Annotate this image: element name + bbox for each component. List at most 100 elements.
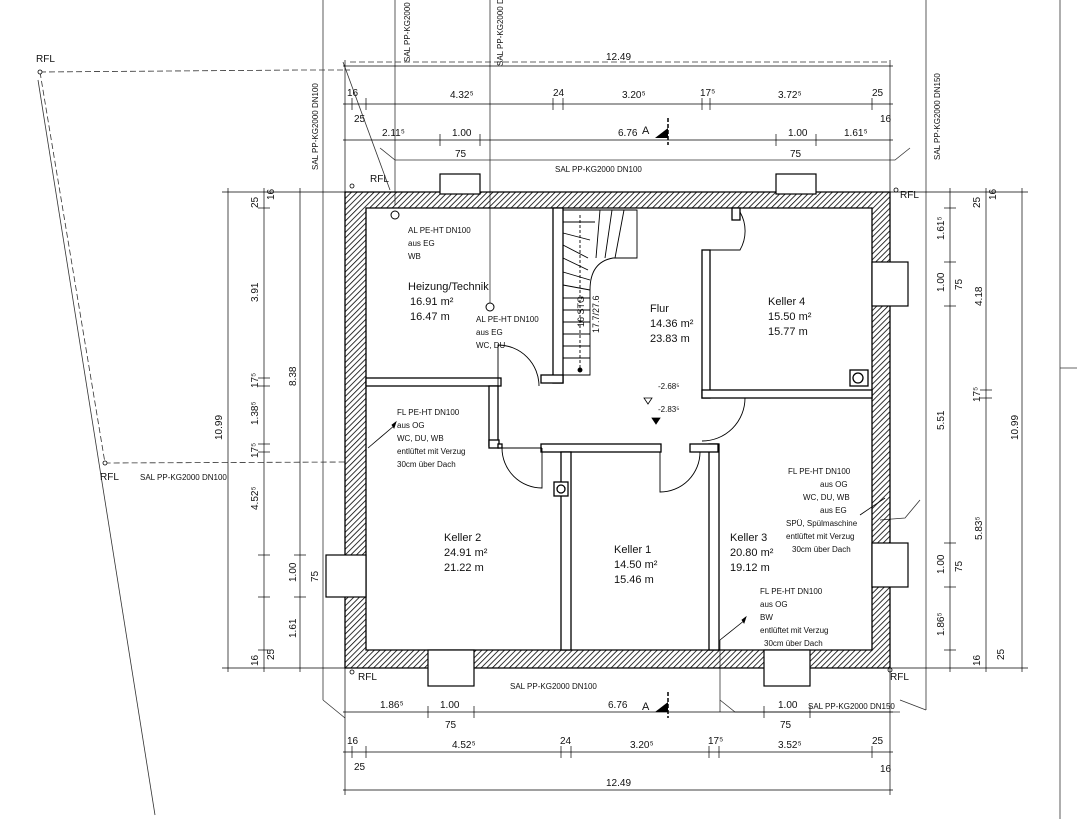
label-rooms-3-perimeter: 21.22 m (444, 562, 484, 574)
label-dims_left-inner-5: 17⁵ (250, 443, 261, 458)
room-flur: Flur 14.36 m² 23.83 m (650, 303, 694, 345)
label-pipes-fl1-3: entlüftet mit Verzug (397, 447, 465, 456)
label-dims_right-inner-8: 1.86⁵ (936, 612, 947, 636)
label-rooms-4-perimeter: 15.46 m (614, 574, 654, 586)
label-pipes-fl2-1: aus OG (820, 480, 848, 489)
label-pipes-fl2-3: aus EG (820, 506, 847, 515)
level-lower: -2.83⁵ (658, 405, 680, 414)
label-rooms-4-name: Keller 1 (614, 544, 651, 556)
label-dims_bottom-row1b-1: 75 (780, 720, 792, 731)
label-dims_right-inner-1: 16 (988, 188, 999, 200)
label-pipes-al2-0: AL PE-HT DN100 (476, 315, 539, 324)
label-rooms-5-perimeter: 19.12 m (730, 562, 770, 574)
label-dims_left-inner-4: 1.38⁵ (250, 401, 261, 425)
rfl-label: RFL (358, 672, 377, 683)
label-rooms-2-area: 15.50 m² (768, 311, 812, 323)
staircase (562, 209, 638, 376)
label-rooms-3-area: 24.91 m² (444, 547, 488, 559)
dimensions-bottom (343, 668, 893, 795)
label-pipes-fl1-2: WC, DU, WB (397, 434, 444, 443)
label-dims_bottom-row2-2: 24 (560, 736, 572, 747)
label-pipes-fl2-0: FL PE-HT DN100 (788, 467, 851, 476)
label-dims_bottom-row2-3: 3.20⁵ (630, 740, 654, 751)
label-dims_bottom-row1-0: 1.86⁵ (380, 700, 404, 711)
label-dims_top-row2-5: 3.72⁵ (778, 90, 802, 101)
label-dims_left-inner-9: 1.61 (288, 618, 299, 638)
label-dims_right-inner-10: 25 (996, 648, 1007, 660)
door-swings (497, 211, 746, 646)
rfl-label: RFL (370, 174, 389, 185)
rfl-label: RFL (900, 190, 919, 201)
label-dims_right-mid-0: 4.18 (974, 286, 985, 306)
label-rooms-0-area: 16.91 m² (410, 296, 454, 308)
label-dims_right-mid-2: 5.83⁵ (974, 516, 985, 540)
sewer-label-vertical-2: SAL PP-KG2000 DN100 (496, 0, 505, 66)
label-dims_top-row3-2: 6.76 (618, 128, 638, 139)
label-rooms-5-area: 20.80 m² (730, 547, 774, 559)
label-pipes-fl2-4: SPÜ, Spülmaschine (786, 519, 858, 528)
level-upper: -2.68⁵ (658, 382, 680, 391)
label-dims_bottom-row1b-0: 75 (445, 720, 457, 731)
label-dims_bottom-row1-1: 1.00 (440, 700, 460, 711)
sewer-label-bottom: SAL PP-KG2000 DN100 (510, 682, 597, 691)
label-pipes-fl1-0: FL PE-HT DN100 (397, 408, 460, 417)
label-dims_top-row2-0: 16 (347, 88, 359, 99)
label-pipes-fl3-4: 30cm über Dach (764, 639, 823, 648)
dim-top-overall: 12.49 (606, 52, 631, 63)
label-dims_right-mid-1: 5.51 (936, 410, 947, 430)
section-label: A (642, 701, 650, 713)
pipe-note-fl2: FL PE-HT DN100 aus OG WC, DU, WB aus EG … (786, 467, 858, 554)
drain-points (390, 210, 495, 312)
label-dims_bottom-row2b-1: 16 (880, 764, 892, 775)
dim-bottom-overall: 12.49 (606, 778, 631, 789)
label-dims_top-row3-3: 1.00 (788, 128, 808, 139)
label-dims_top-row2-3: 3.20⁵ (622, 90, 646, 101)
label-dims_left-inner-1: 16 (266, 188, 277, 200)
label-dims_left-inner-6: 4.52⁵ (250, 486, 261, 510)
label-pipes-fl2-5: entlüftet mit Verzug (786, 532, 854, 541)
light-shafts (325, 173, 909, 687)
label-dims_right-inner-6: 1.00 (936, 554, 947, 574)
label-dims_left-inner-10: 16 (250, 654, 261, 666)
label-pipes-fl3-0: FL PE-HT DN100 (760, 587, 823, 596)
room-keller4: Keller 4 15.50 m² 15.77 m (768, 296, 812, 338)
label-dims_top-row2-4: 17⁵ (700, 88, 715, 99)
label-rooms-4-area: 14.50 m² (614, 559, 658, 571)
dim-right-outer: 10.99 (1010, 415, 1021, 440)
exterior-wall (344, 191, 891, 669)
pipe-note-fl3: FL PE-HT DN100 aus OG BW entlüftet mit V… (760, 587, 828, 648)
label-dims_right-inner-7: 75 (954, 560, 965, 572)
label-dims_right-inner-3: 1.00 (936, 272, 947, 292)
label-pipes-al2-1: aus EG (476, 328, 503, 337)
label-dims_bottom-row1-3: 1.00 (778, 700, 798, 711)
label-dims_left-inner-8: 75 (310, 570, 321, 582)
label-rooms-0-perimeter: 16.47 m (410, 311, 450, 323)
label-dims_left-inner-0: 25 (250, 196, 261, 208)
label-dims_top-row2-2: 24 (553, 88, 565, 99)
label-dims_bottom-row1-2: 6.76 (608, 700, 628, 711)
dimensions-left (222, 188, 345, 672)
label-pipes-al2-2: WC, DU (476, 341, 506, 350)
label-dims_top-row4-0: 75 (455, 149, 467, 160)
site-lines (37, 0, 1077, 819)
label-dims_bottom-row2b-0: 25 (354, 762, 366, 773)
pipe-note-al2: AL PE-HT DN100 aus EG WC, DU (476, 315, 539, 350)
label-pipes-fl2-2: WC, DU, WB (803, 493, 850, 502)
section-marker-bottom: A (642, 692, 669, 718)
label-dims_top-row4-1: 75 (790, 149, 802, 160)
label-dims_right-inner-9: 16 (972, 654, 983, 666)
label-dims_top-row3-1: 1.00 (452, 128, 472, 139)
label-dims_bottom-row2-6: 25 (872, 736, 884, 747)
sewer-label-top: SAL PP-KG2000 DN100 (555, 165, 642, 174)
label-dims_right-inner-5: 17⁵ (972, 387, 983, 402)
label-dims_top-row3-4: 1.61⁵ (844, 128, 868, 139)
label-rooms-5-name: Keller 3 (730, 532, 767, 544)
sewer-label-vertical-1: SAL PP-KG2000 DN100 (403, 0, 412, 62)
label-dims_right-inner-2: 1.61⁵ (936, 216, 947, 240)
label-dims_left-inner-11: 25 (266, 648, 277, 660)
label-dims_top-row2-6: 25 (872, 88, 884, 99)
label-dims_bottom-row2-5: 3.52⁵ (778, 740, 802, 751)
label-dims_left-inner-2: 3.91 (250, 282, 261, 302)
label-pipes-fl3-1: aus OG (760, 600, 788, 609)
